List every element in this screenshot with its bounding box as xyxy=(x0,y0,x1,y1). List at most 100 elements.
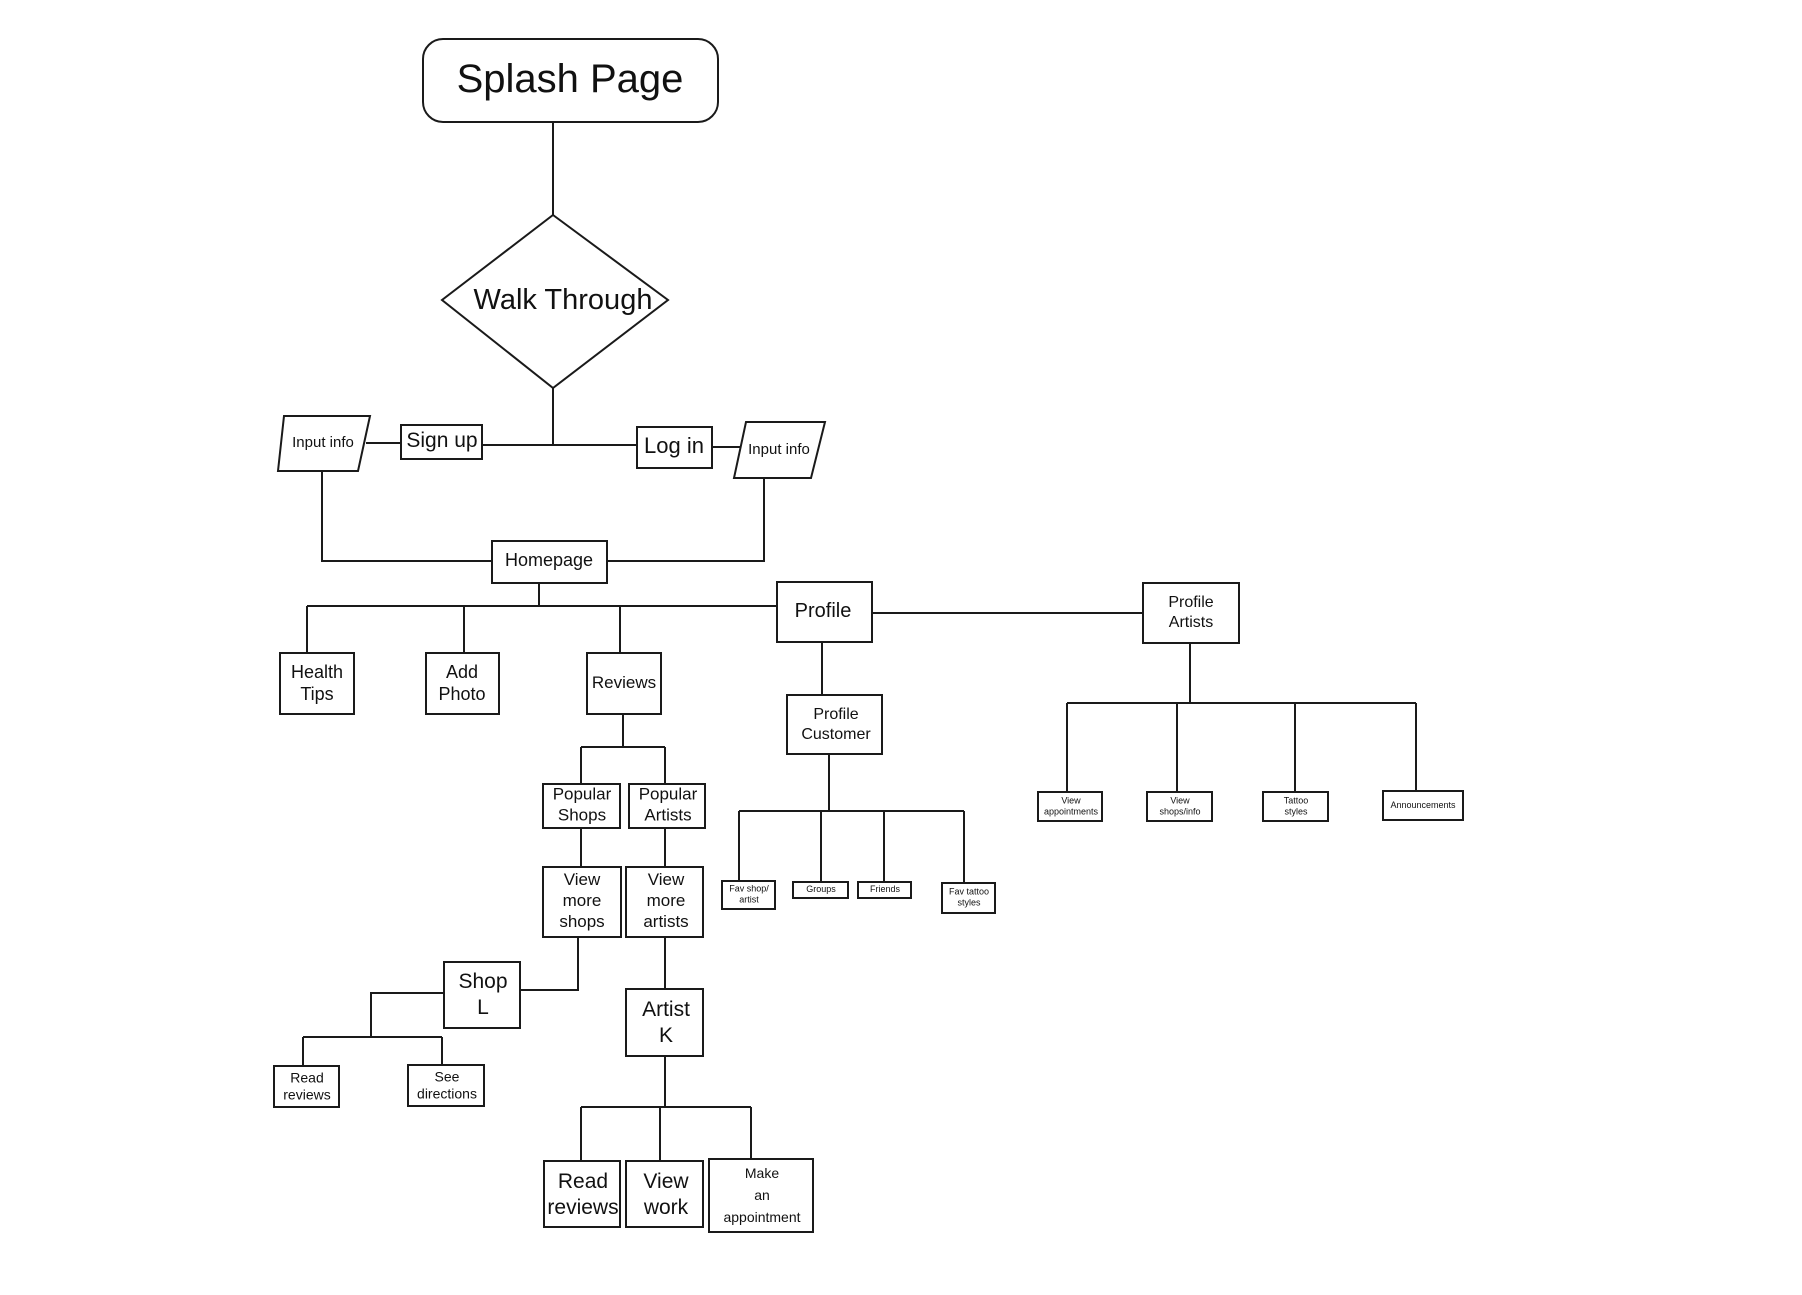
edge-shop-l-stem xyxy=(370,992,444,1037)
node-input-info-left[interactable]: Input info xyxy=(276,415,372,472)
node-label: Sign up xyxy=(406,429,477,452)
node-label-line: styles xyxy=(957,898,981,908)
node-label-line: Tips xyxy=(300,684,333,704)
node-label-line: View xyxy=(1170,796,1190,806)
node-homepage[interactable]: Homepage xyxy=(491,540,608,584)
node-label-line: more xyxy=(563,891,602,910)
node-label-line: K xyxy=(659,1024,673,1047)
node-label-line: Fav shop/ xyxy=(729,884,769,894)
edge-input-left-homepage xyxy=(321,470,492,562)
node-label-line: Make xyxy=(745,1165,779,1181)
node-sign-up[interactable]: Sign up xyxy=(400,424,483,460)
node-label-line: styles xyxy=(1284,807,1308,817)
node-label-line: work xyxy=(643,1196,689,1219)
node-label: Reviews xyxy=(592,673,656,692)
edge-input-right-homepage xyxy=(607,477,765,562)
node-label-line: artists xyxy=(643,912,688,931)
node-profile[interactable]: Profile xyxy=(776,581,873,643)
node-label-line: L xyxy=(477,996,489,1019)
node-label-line: Customer xyxy=(801,726,871,743)
node-label-line: View xyxy=(1061,796,1081,806)
node-label-line: Sign up xyxy=(406,429,477,452)
node-label-line: Add xyxy=(446,662,478,682)
node-walk-through[interactable]: Walk Through xyxy=(440,213,670,390)
node-artist-read-reviews[interactable]: Read reviews xyxy=(543,1160,621,1228)
node-label-line: Groups xyxy=(806,884,836,894)
node-label-line: Friends xyxy=(870,884,901,894)
node-announcements[interactable]: Announcements xyxy=(1382,790,1464,821)
node-label-line: Popular xyxy=(639,785,698,804)
node-label-line: See xyxy=(435,1068,460,1084)
node-label: View work xyxy=(643,1170,690,1219)
node-label: Profile xyxy=(795,600,852,622)
node-label-line: Profile xyxy=(813,706,858,723)
node-label-line: Shops xyxy=(558,806,606,825)
node-label-line: Artists xyxy=(1169,614,1213,631)
node-label-line: reviews xyxy=(547,1196,618,1219)
node-label-line: Shop xyxy=(458,970,507,993)
node-label: Friends xyxy=(870,884,901,894)
node-label-line: Announcements xyxy=(1390,800,1456,810)
node-label: View more artists xyxy=(643,870,688,931)
node-label-line: Fav tattoo xyxy=(949,887,989,897)
nodes: Splash Page Walk Through Sign up Log in … xyxy=(273,38,1464,1233)
node-fav-shop-artist[interactable]: Fav shop/artist xyxy=(721,880,776,910)
node-label: Splash Page xyxy=(457,57,684,101)
node-label-line: artist xyxy=(739,895,759,905)
node-label-line: shops/info xyxy=(1159,807,1200,817)
node-label-line: Walk Through xyxy=(474,284,653,316)
node-view-more-artists[interactable]: View more artists xyxy=(625,866,704,938)
node-label-line: Artists xyxy=(644,806,691,825)
node-label: Input info xyxy=(748,441,810,458)
node-groups[interactable]: Groups xyxy=(792,881,849,899)
node-label-line: more xyxy=(647,891,686,910)
node-view-work[interactable]: View work xyxy=(625,1160,704,1228)
node-label: Groups xyxy=(806,884,836,894)
node-label-line: Read xyxy=(558,1170,608,1193)
node-label-line: View xyxy=(648,870,685,889)
node-label-line: Health xyxy=(291,662,343,682)
node-label-line: an xyxy=(754,1187,770,1203)
node-label: Walk Through xyxy=(474,284,653,316)
node-input-info-right[interactable]: Input info xyxy=(732,421,827,479)
node-reviews[interactable]: Reviews xyxy=(586,652,662,715)
node-label-line: Tattoo xyxy=(1284,796,1309,806)
node-splash-page[interactable]: Splash Page xyxy=(422,38,719,123)
node-log-in[interactable]: Log in xyxy=(636,426,713,469)
node-label-line: Splash Page xyxy=(457,57,684,101)
node-friends[interactable]: Friends xyxy=(857,881,912,899)
node-label-line: reviews xyxy=(283,1086,330,1102)
node-label-line: Profile xyxy=(795,600,852,622)
node-label: Read reviews xyxy=(547,1170,618,1219)
node-label: Log in xyxy=(644,433,704,458)
node-label-line: View xyxy=(643,1170,689,1193)
node-label-line: Profile xyxy=(1168,594,1213,611)
